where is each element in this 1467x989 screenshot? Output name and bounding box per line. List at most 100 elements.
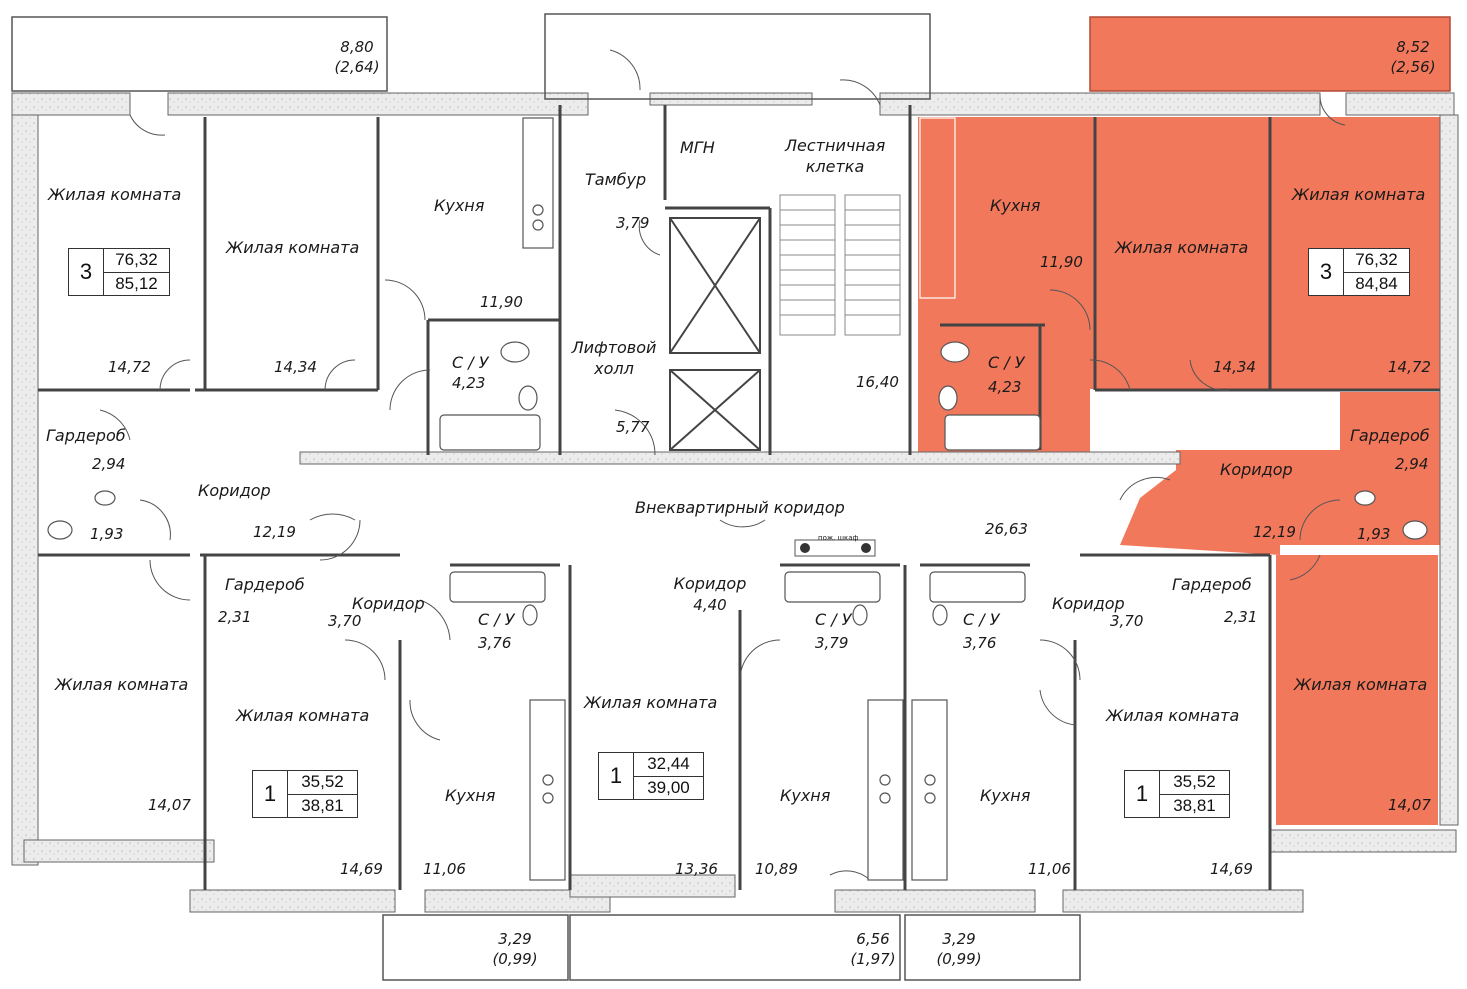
ne-room-count: 3 <box>1309 249 1344 295</box>
nw-wardrobe-label: Гардероб <box>46 426 126 445</box>
s3-room-area: 14,69 <box>1210 860 1253 878</box>
bathtubs <box>439 414 1041 603</box>
toilets-and-sinks <box>47 341 1428 626</box>
ne-room2-label: Жилая комната <box>1115 238 1249 257</box>
s2-room-count: 1 <box>599 753 634 799</box>
lift-hall-area: 5,77 <box>616 418 650 436</box>
s3-wardrobe-area: 2,31 <box>1224 608 1258 626</box>
interior-walls <box>38 105 1440 890</box>
nw-kitchen-area: 11,90 <box>480 293 523 311</box>
mgn-label: МГН <box>680 138 715 157</box>
nw-living-area: 76,32 <box>104 249 169 273</box>
stair-label: Лестничная клетка <box>785 136 886 176</box>
ne-room3-label: Жилая комната <box>1294 675 1428 694</box>
s3-corridor-area: 3,70 <box>1110 612 1144 630</box>
ne-wc-area: 1,93 <box>1357 525 1391 543</box>
ne-room1-label: Жилая комната <box>1292 185 1426 204</box>
s1-total-area: 38,81 <box>301 795 344 815</box>
tambur-area: 3,79 <box>616 214 650 232</box>
s2-kitchen-label: Кухня <box>780 786 831 805</box>
nw-total-area: 85,12 <box>115 273 158 293</box>
nw-room3-area: 14,07 <box>148 796 191 814</box>
elevator-shafts <box>669 217 761 451</box>
s3-room-count: 1 <box>1125 771 1160 817</box>
s1-room-area: 14,69 <box>340 860 383 878</box>
ne-balcony-area: 8,52 (2,56) <box>1390 38 1436 76</box>
ne-wardrobe-label: Гардероб <box>1350 426 1430 445</box>
nw-room2-area: 14,34 <box>274 358 317 376</box>
s3-corridor-label: Коридор <box>1052 594 1125 613</box>
s2-corridor-area: 4,40 <box>693 596 727 614</box>
tambur-label: Тамбур <box>585 170 647 189</box>
s1-bath-area: 3,76 <box>478 634 512 652</box>
s3-bath-label: С / У <box>963 610 1000 629</box>
ne-bath-area: 4,23 <box>988 378 1022 396</box>
s2-corridor-label: Коридор <box>673 574 747 593</box>
fire-cabinet <box>794 539 876 557</box>
ne-wardrobe-area: 2,94 <box>1395 455 1429 473</box>
nw-balcony-area: 8,80 (2,64) <box>334 38 380 76</box>
s2-balcony-area: 6,56 (1,97) <box>850 930 896 968</box>
ne-room2-area: 14,34 <box>1213 358 1256 376</box>
fire-cabinet-label: пож. шкаф <box>818 534 859 542</box>
ne-kitchen-label: Кухня <box>990 196 1041 215</box>
s2-bath-area: 3,79 <box>815 634 849 652</box>
s2-room-label: Жилая комната <box>584 693 718 712</box>
nw-bath-area: 4,23 <box>452 374 486 392</box>
s1-kitchen-area: 11,06 <box>423 860 466 878</box>
ne-room1-area: 14,72 <box>1388 358 1431 376</box>
s1-room-label: Жилая комната <box>236 706 370 725</box>
s2-total-area: 39,00 <box>647 777 690 797</box>
nw-room-count: 3 <box>69 249 104 295</box>
s3-balcony-area: 3,29 (0,99) <box>936 930 982 968</box>
nw-corridor-label: Коридор <box>198 481 271 500</box>
ne-corridor-area: 12,19 <box>1253 523 1296 541</box>
nw-wc-area: 1,93 <box>90 525 124 543</box>
balconies <box>11 13 1451 981</box>
s2-kitchen-area: 10,89 <box>755 860 798 878</box>
s3-wardrobe-label: Гардероб <box>1172 575 1252 594</box>
s2-living-area: 32,44 <box>634 753 703 777</box>
nw-room1-label: Жилая комната <box>48 185 182 204</box>
nw-kitchen-label: Кухня <box>434 196 485 215</box>
stair-area: 16,40 <box>856 373 899 391</box>
ne-kitchen-area: 11,90 <box>1040 253 1083 271</box>
nw-room1-area: 14,72 <box>108 358 151 376</box>
staircase <box>779 194 901 336</box>
ne-bath-label: С / У <box>988 353 1025 372</box>
s3-total-area: 38,81 <box>1173 795 1216 815</box>
s3-living-area: 35,52 <box>1160 771 1229 795</box>
common-corridor-area: 26,63 <box>985 520 1028 538</box>
s1-balcony-area: 3,29 (0,99) <box>492 930 538 968</box>
ne-room3-area: 14,07 <box>1388 796 1431 814</box>
nw-corridor-area: 12,19 <box>253 523 296 541</box>
ne-corridor-label: Коридор <box>1220 460 1293 479</box>
nw-room3-label: Жилая комната <box>55 675 189 694</box>
nw-room2-label: Жилая комната <box>226 238 360 257</box>
s3-kitchen-label: Кухня <box>980 786 1031 805</box>
kitchen-units <box>522 117 956 881</box>
ne-living-area: 76,32 <box>1344 249 1409 273</box>
s2-room-area: 13,36 <box>675 860 718 878</box>
nw-bath-label: С / У <box>452 353 489 372</box>
s1-bath-label: С / У <box>478 610 515 629</box>
s1-wardrobe-label: Гардероб <box>225 575 305 594</box>
common-corridor-label: Внеквартирный коридор <box>635 498 845 517</box>
door-swings <box>99 49 1346 881</box>
exterior-walls <box>11 92 1459 913</box>
s3-kitchen-area: 11,06 <box>1028 860 1071 878</box>
s1-wardrobe-area: 2,31 <box>218 608 252 626</box>
nw-wardrobe-area: 2,94 <box>92 455 126 473</box>
s1-room-count: 1 <box>253 771 288 817</box>
s1-corridor-label: Коридор <box>352 594 425 613</box>
s3-bath-area: 3,76 <box>963 634 997 652</box>
lift-hall-label: Лифтовой холл <box>571 338 657 378</box>
ne-total-area: 84,84 <box>1355 273 1398 293</box>
s1-corridor-area: 3,70 <box>328 612 362 630</box>
